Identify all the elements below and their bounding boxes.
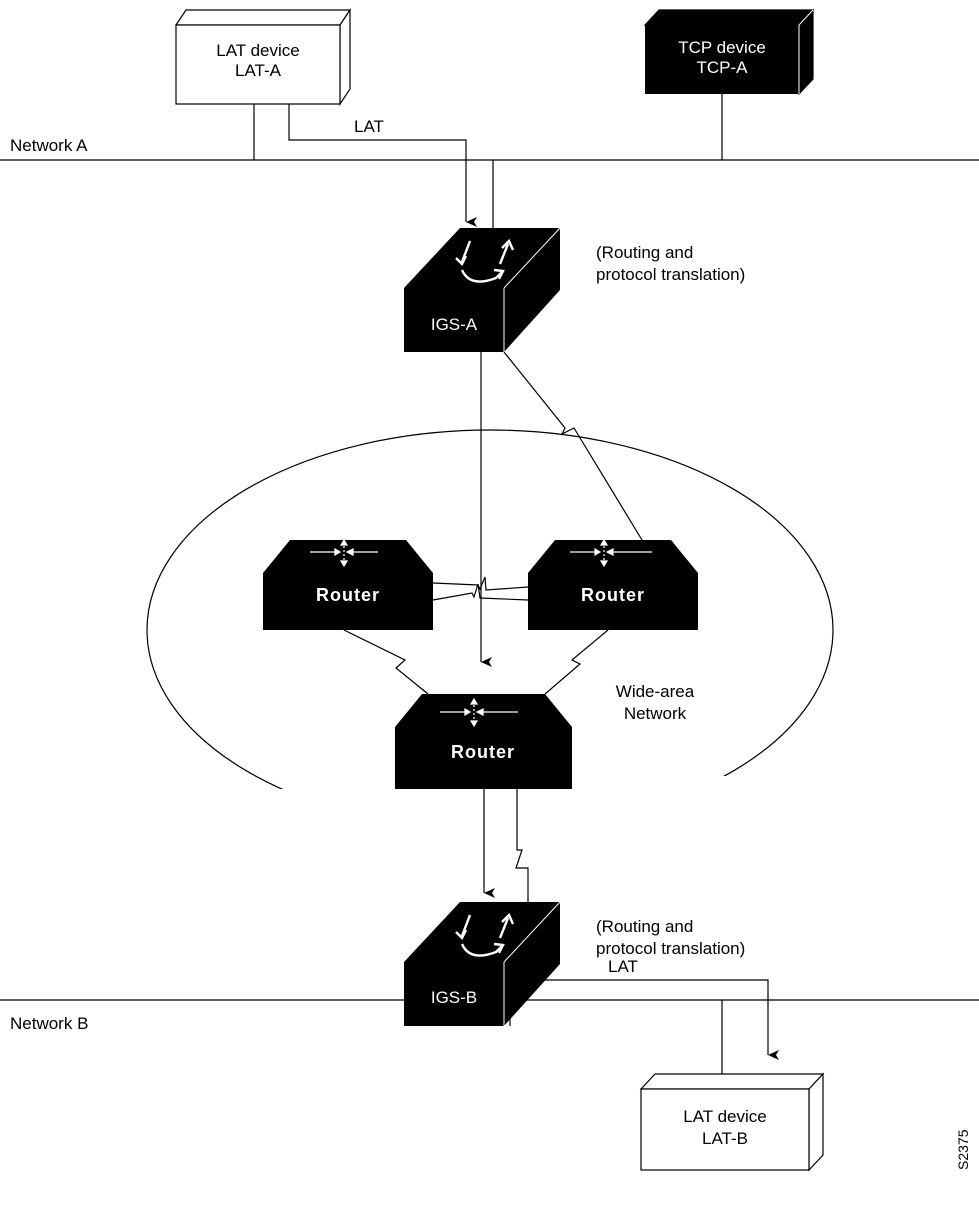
igs-b-note-line2: protocol translation) <box>596 939 745 958</box>
router-right: Router <box>528 538 698 630</box>
router-left: Router <box>263 538 433 630</box>
router-bottom-label: Router <box>451 742 515 762</box>
lat-b-label-line1: LAT device <box>683 1107 766 1126</box>
lat-b-label-line2: LAT-B <box>702 1129 748 1148</box>
serial-link-left-right-2 <box>432 576 529 591</box>
wan-label-line2: Network <box>624 704 687 723</box>
network-a-label: Network A <box>10 136 88 155</box>
serial-link-right-bottom <box>544 629 609 695</box>
igs-b-router: IGS-B <box>404 901 561 1026</box>
lat-a-label-line2: LAT-A <box>235 61 282 80</box>
igs-a-label: IGS-A <box>431 315 478 334</box>
tcp-a-label-line1: TCP device <box>678 38 766 57</box>
translation-arrows-icon <box>455 912 515 957</box>
serial-link-router-igs-b <box>515 789 529 902</box>
serial-link-igs-a-router <box>503 351 643 541</box>
igs-b-note-line1: (Routing and <box>596 917 693 936</box>
lat-flow-arrow-bottom <box>509 979 779 1060</box>
igs-a-router: IGS-A <box>404 227 561 352</box>
network-b-label: Network B <box>10 1014 88 1033</box>
lat-a-label-line1: LAT device <box>216 41 299 60</box>
translation-arrows-icon <box>455 238 515 283</box>
igs-a-note-line1: (Routing and <box>596 243 693 262</box>
serial-link-left-bottom <box>343 629 429 695</box>
igs-b-label: IGS-B <box>431 988 477 1007</box>
router-arrows-icon <box>310 538 378 568</box>
lat-a-device: LAT device LAT-A <box>174 8 352 106</box>
lat-flow-arrow-top <box>288 104 477 227</box>
lat-top-label: LAT <box>354 117 384 136</box>
tcp-a-device: TCP device TCP-A <box>643 8 815 96</box>
igs-a-note-line2: protocol translation) <box>596 265 745 284</box>
router-arrows-icon <box>440 697 518 728</box>
tcp-a-label-line2: TCP-A <box>697 58 749 77</box>
router-arrows-icon <box>570 538 652 568</box>
wan-label-line1: Wide-area <box>616 682 695 701</box>
lat-b-device: LAT device LAT-B <box>639 1072 825 1172</box>
serial-link-left-right-1 <box>432 583 529 601</box>
figure-id: S2375 <box>955 1129 971 1170</box>
lat-bottom-label: LAT <box>608 957 638 976</box>
router-left-label: Router <box>316 585 380 605</box>
router-right-label: Router <box>581 585 645 605</box>
